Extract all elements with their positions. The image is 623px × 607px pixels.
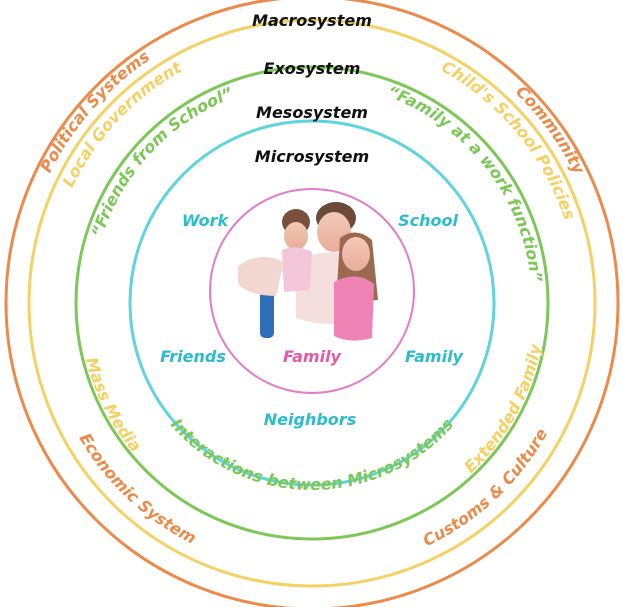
school-label: School: [398, 211, 458, 230]
family-illustration: [238, 202, 378, 341]
friends-label: Friends: [160, 347, 226, 366]
mesosystem-title: Mesosystem: [256, 103, 368, 122]
microsystem-title: Microsystem: [255, 147, 369, 166]
center-ring: [209, 188, 415, 394]
exosystem-title: Exosystem: [264, 59, 361, 78]
microsystem-ring: [128, 119, 496, 487]
macrosystem-title: Macrosystem: [252, 11, 372, 30]
work-label: Work: [182, 211, 230, 230]
family-label-right: Family: [405, 347, 464, 366]
center-family-label: Family: [283, 347, 342, 366]
macrosystem-ring: [4, 0, 620, 607]
exosystem-ring: [27, 18, 597, 588]
mesosystem-ring: [74, 65, 550, 541]
neighbors-label: Neighbors: [264, 410, 356, 429]
